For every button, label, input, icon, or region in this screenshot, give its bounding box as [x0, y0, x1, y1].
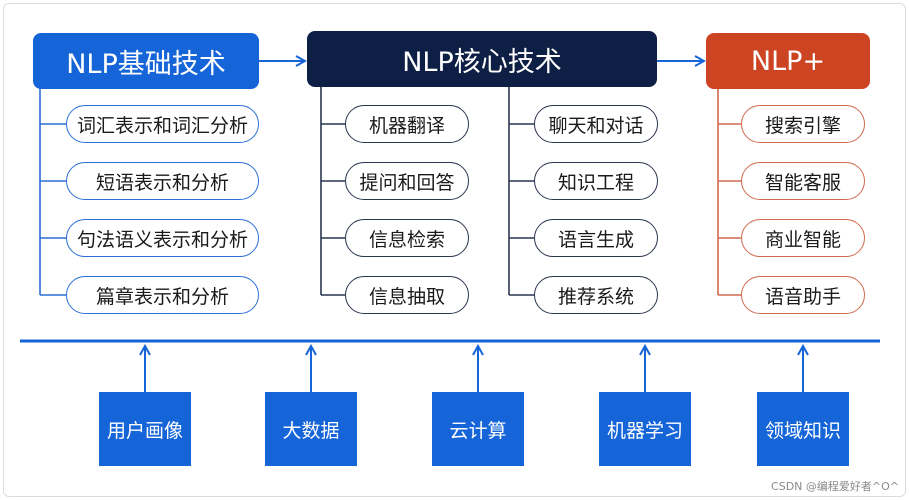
plus-item: 搜索引擎: [741, 105, 865, 143]
core-item: 提问和回答: [345, 162, 469, 200]
plus-tree: [717, 89, 741, 296]
core-item: 知识工程: [534, 162, 658, 200]
foundation-box: 领域知识: [757, 392, 849, 466]
basic-item: 词汇表示和词汇分析: [66, 105, 259, 143]
header-nlp-core: NLP核心技术: [307, 31, 657, 87]
header-nlp-basic: NLP基础技术: [33, 33, 259, 89]
basic-tree: [39, 89, 66, 296]
core-tree: [320, 87, 534, 296]
foundation-box: 云计算: [432, 392, 524, 466]
core-item: 聊天和对话: [534, 105, 658, 143]
watermark: CSDN @编程爱好者^O^: [771, 480, 899, 493]
foundation-arrows: [145, 346, 803, 392]
foundation-box: 大数据: [265, 392, 357, 466]
core-item: 语言生成: [534, 219, 658, 257]
core-item: 信息抽取: [345, 276, 469, 314]
header-nlp-plus: NLP+: [706, 33, 870, 89]
basic-item: 短语表示和分析: [66, 162, 259, 200]
core-item: 机器翻译: [345, 105, 469, 143]
basic-item: 句法语义表示和分析: [66, 219, 259, 257]
plus-item: 智能客服: [741, 162, 865, 200]
basic-item: 篇章表示和分析: [66, 276, 259, 314]
foundation-box: 机器学习: [599, 392, 691, 466]
core-item: 信息检索: [345, 219, 469, 257]
foundation-box: 用户画像: [99, 392, 191, 466]
core-item: 推荐系统: [534, 276, 658, 314]
plus-item: 商业智能: [741, 219, 865, 257]
plus-item: 语音助手: [741, 276, 865, 314]
